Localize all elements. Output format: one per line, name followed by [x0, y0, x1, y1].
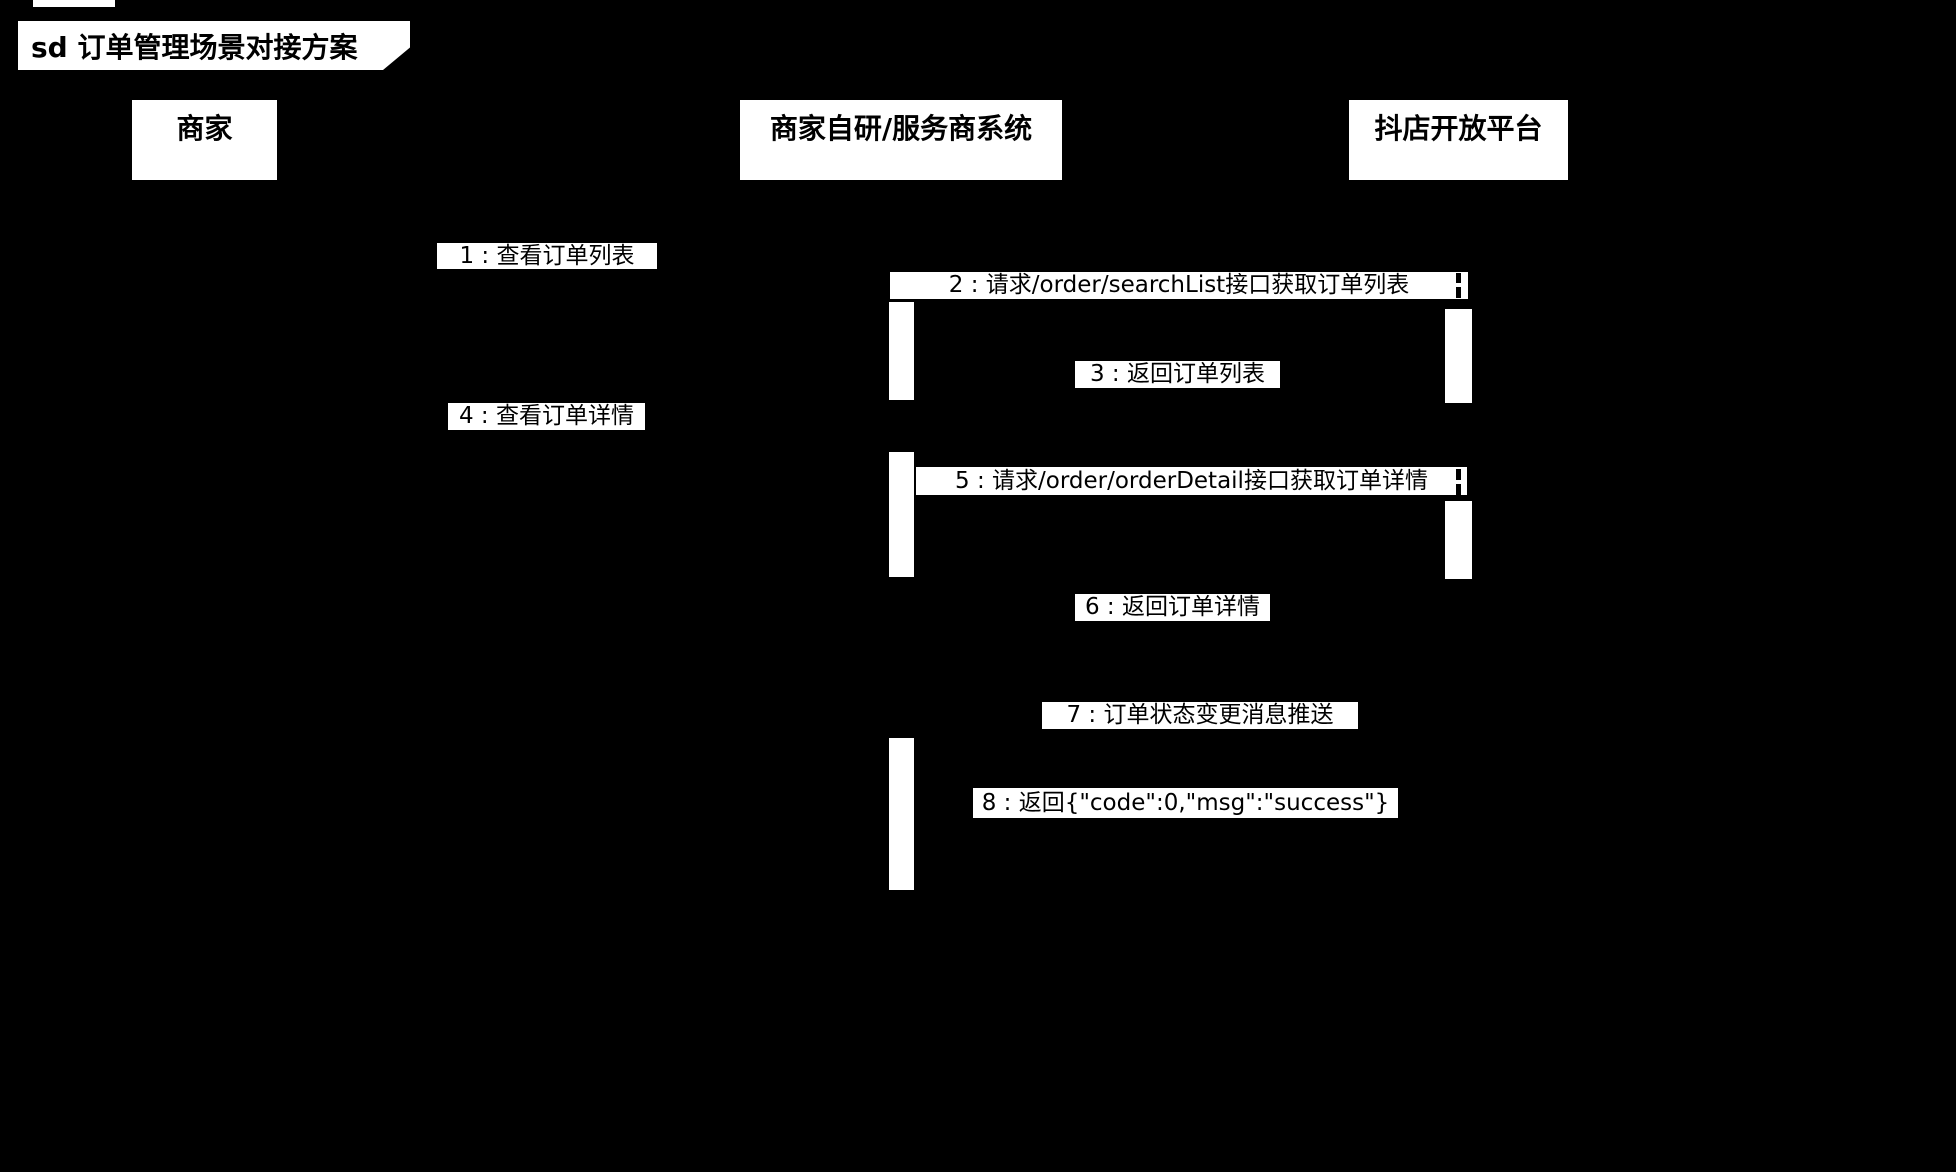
diagram-title: sd 订单管理场景对接方案	[31, 30, 358, 64]
lifeline-dash-icon	[1456, 287, 1461, 298]
message-label-6: 6 : 返回订单详情	[1075, 594, 1270, 621]
message-label-1: 1 : 查看订单列表	[437, 243, 657, 269]
activation-bar-system-2	[889, 452, 914, 577]
activation-bar-platform-2	[1445, 501, 1472, 579]
message-4-text: 4 : 查看订单详情	[458, 403, 634, 429]
activation-bar-system-3	[889, 738, 914, 890]
message-label-4: 4 : 查看订单详情	[448, 403, 645, 430]
message-label-7: 7 : 订单状态变更消息推送	[1042, 702, 1358, 729]
frame-title-tab: sd 订单管理场景对接方案	[18, 21, 410, 70]
lifeline-dash-icon	[1456, 484, 1461, 495]
frame-edge-fragment	[33, 0, 115, 7]
activation-bar-system-1	[889, 302, 914, 400]
lifeline-dash-icon	[1456, 469, 1461, 480]
participant-doudian-platform-label: 抖店开放平台	[1374, 112, 1543, 145]
activation-bar-platform-1	[1445, 309, 1472, 403]
message-8-text: 8 : 返回{"code":0,"msg":"success"}	[981, 789, 1390, 816]
participant-merchant-system: 商家自研/服务商系统	[740, 100, 1062, 180]
participant-merchant-system-label: 商家自研/服务商系统	[769, 112, 1033, 145]
participant-merchant: 商家	[132, 100, 277, 180]
message-5-text: 5 : 请求/order/orderDetail接口获取订单详情	[955, 467, 1428, 494]
message-2-text: 2 : 请求/order/searchList接口获取订单列表	[948, 272, 1410, 298]
participant-doudian-platform: 抖店开放平台	[1349, 100, 1568, 180]
message-label-5: 5 : 请求/order/orderDetail接口获取订单详情	[916, 467, 1467, 495]
message-1-text: 1 : 查看订单列表	[459, 242, 635, 269]
message-label-2: 2 : 请求/order/searchList接口获取订单列表	[890, 272, 1468, 299]
message-3-text: 3 : 返回订单列表	[1089, 361, 1265, 387]
message-label-8: 8 : 返回{"code":0,"msg":"success"}	[973, 788, 1398, 818]
message-6-text: 6 : 返回订单详情	[1084, 594, 1260, 620]
participant-merchant-label: 商家	[176, 112, 233, 145]
message-7-text: 7 : 订单状态变更消息推送	[1066, 702, 1334, 728]
message-label-3: 3 : 返回订单列表	[1075, 361, 1280, 388]
lifeline-dash-icon	[1456, 273, 1461, 283]
